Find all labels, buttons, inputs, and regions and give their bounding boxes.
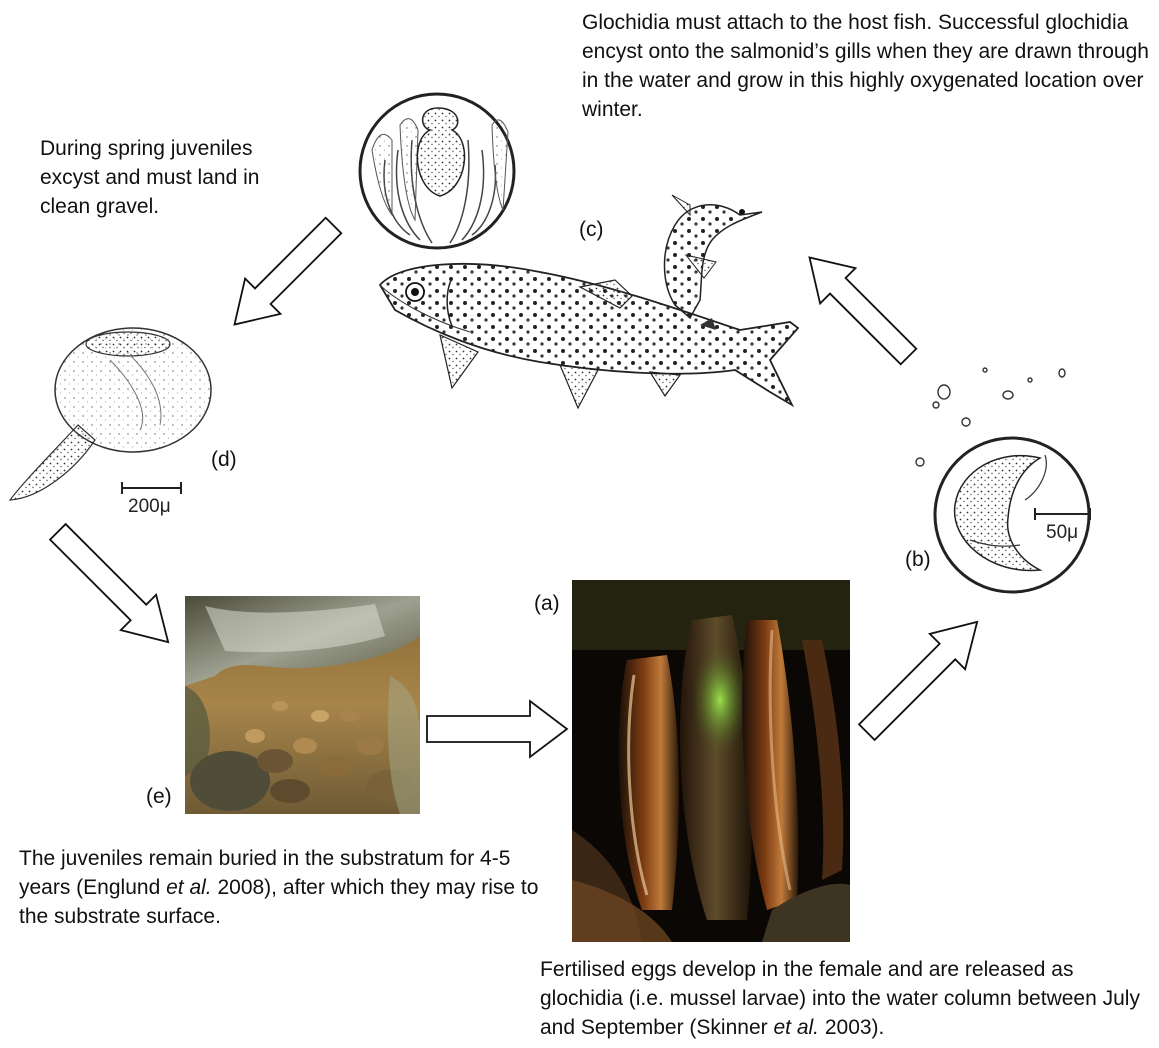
juvenile-scale-bar [122,482,181,494]
arrow-glochidia-to-fish [792,240,926,374]
arrow-gill-to-juvenile [217,208,351,342]
scale-label-juvenile: 200μ [128,496,171,518]
arrow-juvenile-to-gravel [40,514,186,660]
small-jumping-fish [664,195,762,318]
arrow-mussel-to-glochidia [849,604,995,750]
arrow-gravel-to-mussel [427,701,567,757]
gill-closeup [360,94,514,248]
scale-label-glochidium: 50μ [1046,522,1078,544]
juvenile-mussel [10,328,211,500]
salmon-fish [380,264,798,408]
